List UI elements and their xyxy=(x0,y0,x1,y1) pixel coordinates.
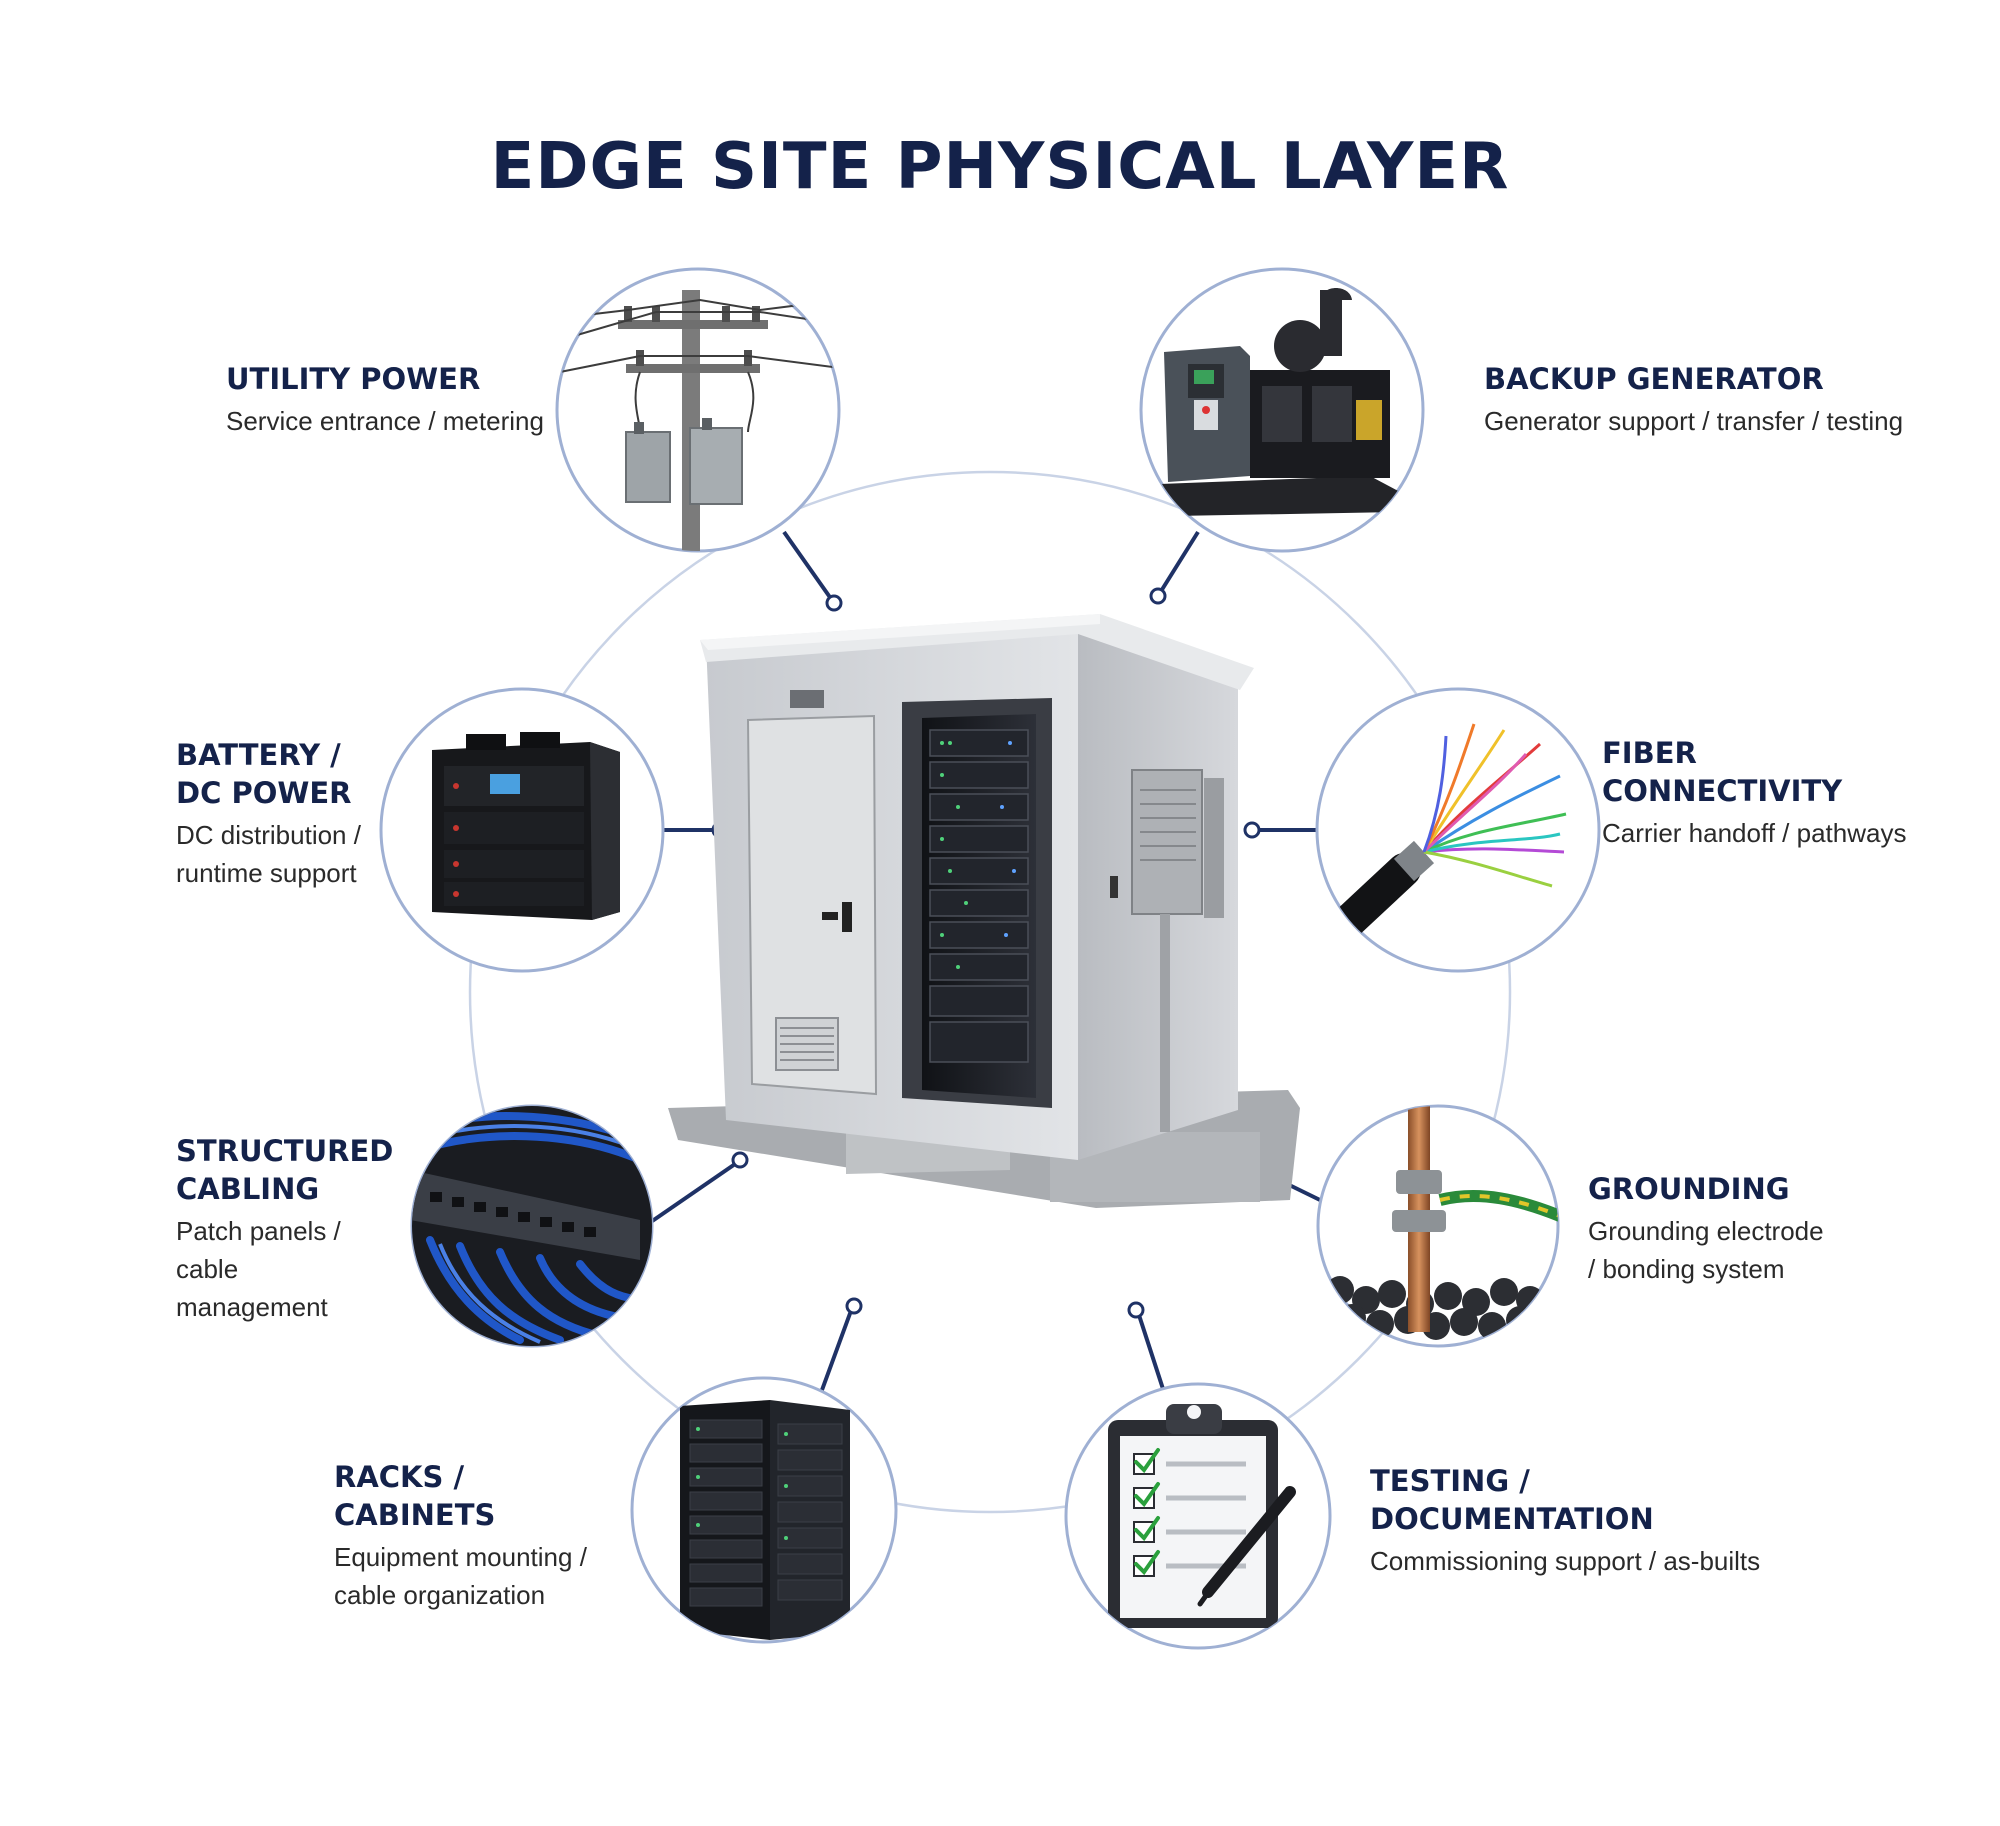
node-backup-generator[interactable] xyxy=(1139,267,1425,553)
connector-utility xyxy=(782,530,836,605)
node-racks-cabinets[interactable] xyxy=(630,1376,898,1644)
component-description: Patch panels / cable management xyxy=(176,1216,341,1322)
label-testing-documentation: TESTING / DOCUMENTATION Commissioning su… xyxy=(1370,1462,1760,1580)
connector-dot xyxy=(1149,587,1167,605)
label-structured-cabling: STRUCTURED CABLING Patch panels / cable … xyxy=(176,1132,416,1326)
component-title: FIBER CONNECTIVITY xyxy=(1602,736,1843,808)
node-fiber-connectivity[interactable] xyxy=(1315,687,1601,973)
component-description: Carrier handoff / pathways xyxy=(1602,818,1907,848)
connector-dot xyxy=(1243,821,1261,839)
component-title: BATTERY / DC POWER xyxy=(176,738,352,810)
component-description: Service entrance / metering xyxy=(226,406,544,436)
connector-dot xyxy=(1127,1301,1145,1319)
fiber-cable-icon xyxy=(1327,723,1567,943)
label-racks-cabinets: RACKS / CABINETS Equipment mounting / ca… xyxy=(334,1458,604,1614)
label-battery-dc: BATTERY / DC POWER DC distribution / run… xyxy=(176,736,386,892)
component-title: BACKUP GENERATOR xyxy=(1484,362,1824,396)
connector-generator xyxy=(1156,530,1200,598)
component-description: Equipment mounting / cable organization xyxy=(334,1542,587,1610)
patch-panel-icon xyxy=(412,1106,652,1346)
label-utility-power: UTILITY POWER Service entrance / meterin… xyxy=(226,360,544,440)
utility-pole-icon xyxy=(559,290,839,551)
battery-cabinet-icon xyxy=(432,732,620,920)
connector-cabling xyxy=(643,1160,740,1228)
label-backup-generator: BACKUP GENERATOR Generator support / tra… xyxy=(1484,360,1903,440)
component-title: STRUCTURED CABLING xyxy=(176,1134,394,1206)
orbit-ring xyxy=(468,470,1512,1514)
node-testing-documentation[interactable] xyxy=(1064,1382,1332,1650)
component-title: RACKS / CABINETS xyxy=(334,1460,496,1532)
node-battery-dc[interactable] xyxy=(379,687,665,973)
component-description: Commissioning support / as-builts xyxy=(1370,1546,1761,1576)
ground-rod-icon xyxy=(1326,1106,1558,1340)
clipboard-checklist-icon xyxy=(1108,1404,1296,1628)
component-description: DC distribution / runtime support xyxy=(176,820,361,888)
component-title: GROUNDING xyxy=(1588,1172,1790,1206)
connector-dot xyxy=(825,594,843,612)
node-utility-power[interactable] xyxy=(555,267,841,560)
page-title: EDGE SITE PHYSICAL LAYER xyxy=(490,130,1510,204)
edge-shelter-illustration xyxy=(668,614,1300,1208)
generator-icon xyxy=(1160,288,1400,516)
component-title: UTILITY POWER xyxy=(226,362,481,396)
connector-dot xyxy=(731,1151,749,1169)
connectors xyxy=(643,530,1321,1393)
connector-dot xyxy=(845,1297,863,1315)
component-description: Grounding electrode / bonding system xyxy=(1588,1216,1824,1284)
component-description: Generator support / transfer / testing xyxy=(1484,406,1904,436)
connector-testing xyxy=(1136,1311,1166,1393)
node-structured-cabling[interactable] xyxy=(400,1100,670,1360)
node-grounding[interactable] xyxy=(1316,1100,1560,1348)
label-grounding: GROUNDING Grounding electrode / bonding … xyxy=(1588,1170,1838,1288)
component-title: TESTING / DOCUMENTATION xyxy=(1370,1464,1654,1536)
server-rack-icon xyxy=(680,1400,850,1640)
connector-racks xyxy=(820,1307,854,1391)
label-fiber-connectivity: FIBER CONNECTIVITY Carrier handoff / pat… xyxy=(1602,734,1906,852)
